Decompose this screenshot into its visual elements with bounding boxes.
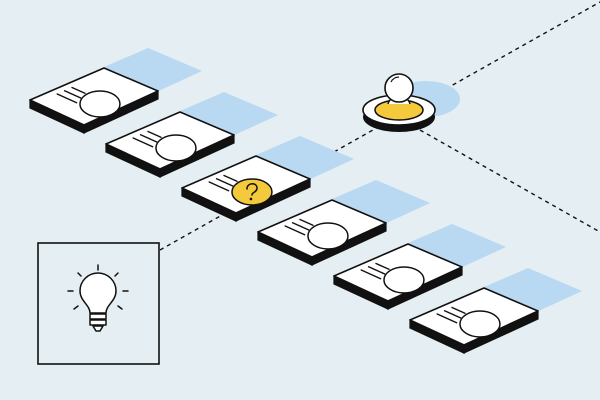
card-6[interactable] [409, 268, 582, 354]
card-text-lines [56, 86, 86, 104]
card-circle [383, 266, 425, 294]
card-circle [459, 310, 501, 338]
game-pawn-icon [362, 73, 460, 132]
card-4[interactable] [257, 180, 430, 266]
card-1[interactable] [29, 48, 202, 134]
card-circle [307, 222, 349, 250]
dashed-line-pawn-down [419, 129, 600, 233]
card-5[interactable] [333, 224, 506, 310]
card-circle [79, 90, 121, 118]
pawn-marker[interactable] [362, 73, 460, 132]
card-2[interactable] [105, 92, 278, 178]
card-text-lines [208, 174, 238, 192]
question-mark-icon [231, 178, 273, 206]
lightbulb-icon [67, 264, 129, 332]
card-text-lines [360, 262, 390, 280]
card-circle [155, 134, 197, 162]
card-text-lines [436, 306, 466, 324]
card-text-lines [284, 218, 314, 236]
idea-box [37, 242, 160, 365]
card-3[interactable] [181, 136, 354, 222]
card-text-lines [132, 130, 162, 148]
dashed-guides [159, 1, 600, 251]
card-sequence [29, 48, 582, 354]
